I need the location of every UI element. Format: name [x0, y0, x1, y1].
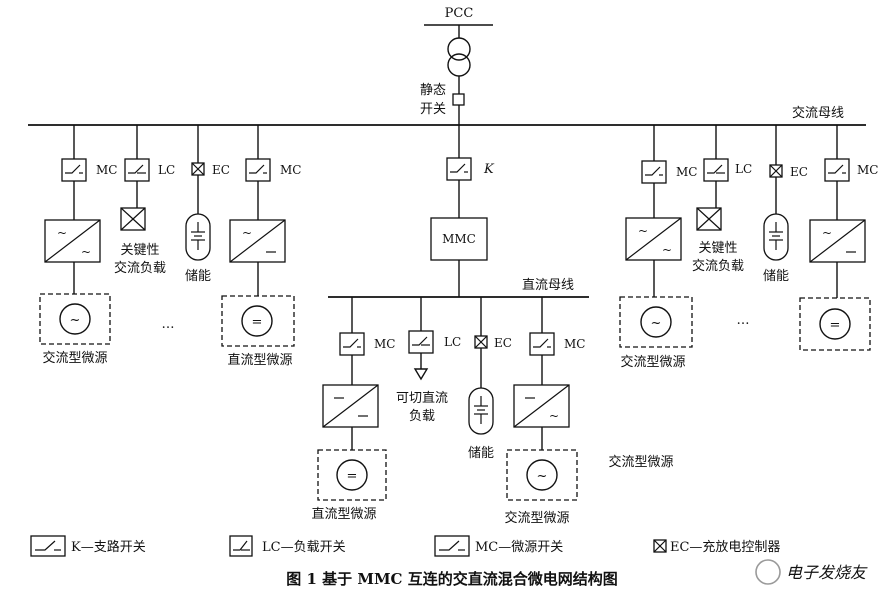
ac-source-circle — [640, 306, 672, 338]
storage-symbol — [468, 387, 494, 435]
ellipsis: … — [162, 317, 175, 332]
dc-microsource-box — [799, 297, 871, 351]
dc-symbol: = — [347, 469, 358, 484]
mc-switch — [641, 160, 667, 184]
ac-symbol: ~ — [70, 313, 81, 328]
ac-symbol: ~ — [822, 226, 832, 240]
switchable-dc-load-label-2: 负载 — [409, 409, 435, 424]
storage-label: 储能 — [468, 446, 494, 461]
lc-switch — [408, 330, 434, 354]
transformer-winding-1 — [447, 37, 471, 61]
mc-label: MC — [374, 337, 395, 351]
dc-source-circle — [819, 308, 851, 340]
legend-lc-symbol — [229, 535, 253, 557]
dc-microsource-box — [221, 295, 295, 347]
legend-k-item: K—支路开关 — [71, 539, 146, 555]
k-label: K — [483, 162, 495, 177]
mc-label: MC — [96, 163, 117, 177]
dc-microsource-box — [317, 449, 387, 501]
mc-switch — [529, 332, 555, 356]
static-switch-symbol — [452, 93, 465, 106]
lc-label: LC — [158, 163, 175, 177]
mc-label: MC — [280, 163, 301, 177]
k-switch — [446, 157, 472, 181]
mmc-label: MMC — [442, 232, 476, 246]
mc-switch — [245, 158, 271, 182]
critical-ac-load-label-2: 交流负载 — [114, 260, 166, 276]
watermark-logo: 电子发烧友 — [755, 559, 868, 585]
ac-symbol: ~ — [549, 409, 559, 423]
mc-label: MC — [564, 337, 585, 351]
mc-label: MC — [676, 165, 697, 179]
storage-label: 储能 — [185, 269, 211, 284]
pcc-label: PCC — [445, 6, 474, 21]
ac-symbol: ~ — [662, 243, 672, 257]
lc-switch — [124, 158, 150, 182]
ac-bus-label: 交流母线 — [792, 105, 844, 121]
dc-source-circle — [336, 459, 368, 491]
right-ac-subsystem: MC ~ ~ ~ 交流型微源 LC 关键性 交流负载 EC 储能 MC — [619, 125, 878, 370]
figure-caption: 图 1 基于 MMC 互连的交直流混合微电网结构图 — [286, 570, 617, 588]
ac-microsource-box — [506, 449, 578, 501]
legend-lc-item: LC—负载开关 — [262, 540, 346, 555]
dc-microsource-label: 直流型微源 — [227, 353, 292, 368]
ac-source-circle — [59, 303, 91, 335]
ac-microsource-label: 交流型微源 — [42, 350, 107, 366]
dc-bus-label: 直流母线 — [522, 278, 574, 293]
ac-microsource-box — [619, 296, 693, 348]
legend: K—支路开关 LC—负载开关 MC—微源开关 EC—充放电控制器 — [30, 535, 780, 557]
storage-symbol — [185, 213, 211, 261]
center-mmc-subsystem: K MMC 直流母线 MC = 直流型微源 LC 可切直流 负载 — [311, 125, 674, 526]
static-switch-label-2: 开关 — [420, 102, 446, 117]
critical-ac-load-label: 关键性 — [120, 243, 159, 258]
ac-symbol: ~ — [242, 226, 252, 240]
legend-k-symbol — [30, 535, 66, 557]
static-switch-label: 静态 — [420, 83, 446, 98]
left-ac-subsystem: MC ~ ~ ~ 交流型微源 LC 关键性 交流负载 EC 储能 — [39, 125, 301, 368]
dc-microsource-label: 直流型微源 — [311, 507, 376, 522]
ac-symbol: ~ — [537, 469, 548, 484]
legend-mc-symbol — [434, 535, 470, 557]
ac-symbol: ~ — [638, 224, 648, 238]
ec-label: EC — [790, 165, 808, 179]
critical-ac-load-label: 关键性 — [698, 241, 737, 256]
legend-ec-item: EC—充放电控制器 — [670, 539, 780, 555]
ac-microsource-label: 交流型微源 — [504, 510, 569, 526]
mc-switch — [61, 158, 87, 182]
ac-symbol: ~ — [57, 226, 67, 240]
ec-label: EC — [494, 336, 512, 350]
ac-source-circle — [526, 459, 558, 491]
switchable-dc-load-symbol — [413, 368, 429, 381]
storage-label: 储能 — [763, 269, 789, 284]
lc-label: LC — [735, 162, 752, 176]
lc-switch — [703, 158, 729, 182]
lc-label: LC — [444, 335, 461, 349]
ac-symbol: ~ — [81, 245, 91, 259]
ac-symbol: ~ — [651, 316, 662, 331]
ec-label: EC — [212, 163, 230, 177]
pcc-group: PCC 静态 开关 — [420, 6, 493, 125]
dc-symbol: = — [830, 318, 841, 333]
mc-switch — [824, 158, 850, 182]
watermark-text: 电子发烧友 — [786, 563, 868, 582]
ac-microsource-label: 交流型微源 — [608, 454, 673, 470]
ellipsis: … — [737, 313, 750, 328]
critical-ac-load-label-2: 交流负载 — [692, 258, 744, 274]
ac-microsource-label: 交流型微源 — [620, 354, 685, 370]
storage-symbol — [763, 213, 789, 261]
ac-microsource-box — [39, 293, 111, 345]
transformer-winding-2 — [447, 53, 471, 77]
dc-symbol: = — [252, 315, 263, 330]
mc-label: MC — [857, 163, 878, 177]
mc-switch — [339, 332, 365, 356]
dc-source-circle — [241, 305, 273, 337]
legend-mc-item: MC—微源开关 — [475, 540, 563, 555]
switchable-dc-load-label: 可切直流 — [396, 391, 448, 406]
watermark-icon — [755, 559, 781, 585]
